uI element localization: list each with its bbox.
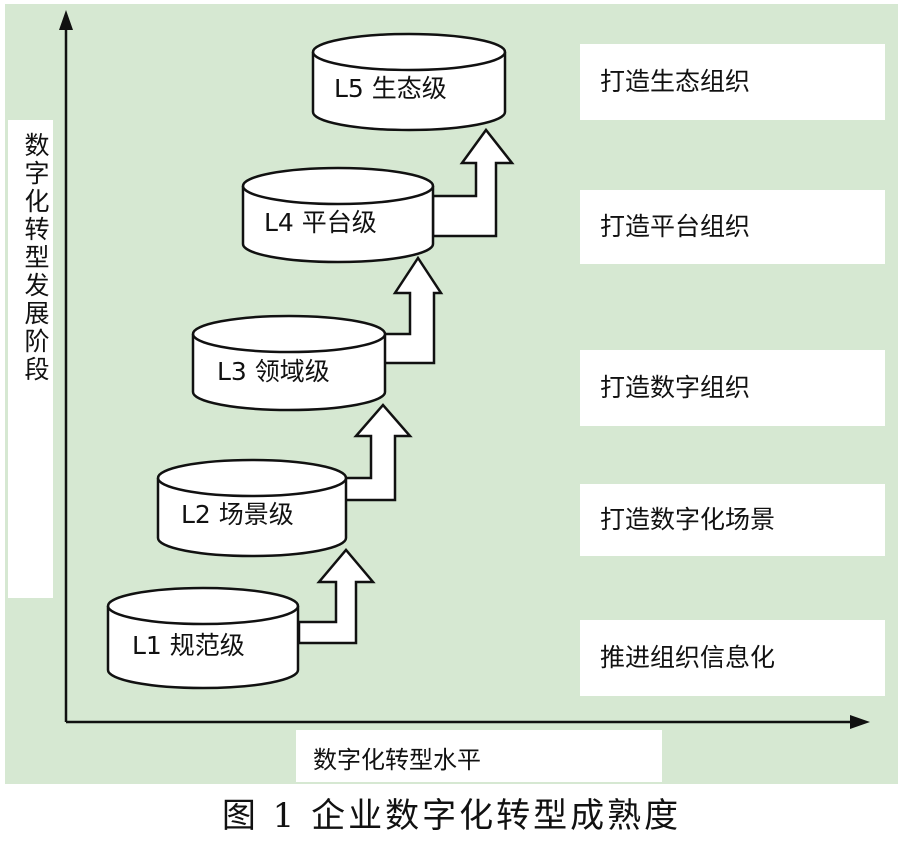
level-l3-label: L3 领域级 (217, 357, 330, 386)
level-l2-cylinder (156, 458, 348, 558)
level-l5-cylinder (311, 32, 507, 132)
figure-caption: 图 1 企业数字化转型成熟度 (221, 796, 682, 836)
description-l5: 打造生态组织 (580, 44, 885, 120)
level-l1-label: L1 规范级 (132, 631, 245, 660)
level-l4-label: L4 平台级 (264, 208, 377, 237)
level-l5-label: L5 生态级 (334, 74, 447, 103)
description-l2: 打造数字化场景 (580, 484, 885, 556)
level-l4-cylinder (241, 166, 435, 264)
level-l1-cylinder (106, 586, 300, 690)
step-arrow-4-5 (431, 127, 515, 238)
x-axis-label-box (296, 730, 662, 782)
y-axis-label-box (8, 120, 53, 598)
y-axis-arrowhead (59, 10, 73, 30)
description-l4: 打造平台组织 (580, 190, 885, 264)
y-axis-label: 数字化转型发展阶段 (21, 132, 50, 384)
step-arrow-3-4 (382, 255, 444, 365)
step-arrow-2-3 (343, 403, 413, 502)
description-l3: 打造数字组织 (580, 350, 885, 426)
x-axis-arrowhead (850, 715, 870, 729)
level-l2-label: L2 场景级 (181, 500, 294, 529)
description-l1: 推进组织信息化 (580, 620, 885, 696)
x-axis-label: 数字化转型水平 (313, 746, 481, 774)
level-l3-cylinder (191, 314, 387, 412)
step-arrow-1-2 (297, 548, 376, 645)
